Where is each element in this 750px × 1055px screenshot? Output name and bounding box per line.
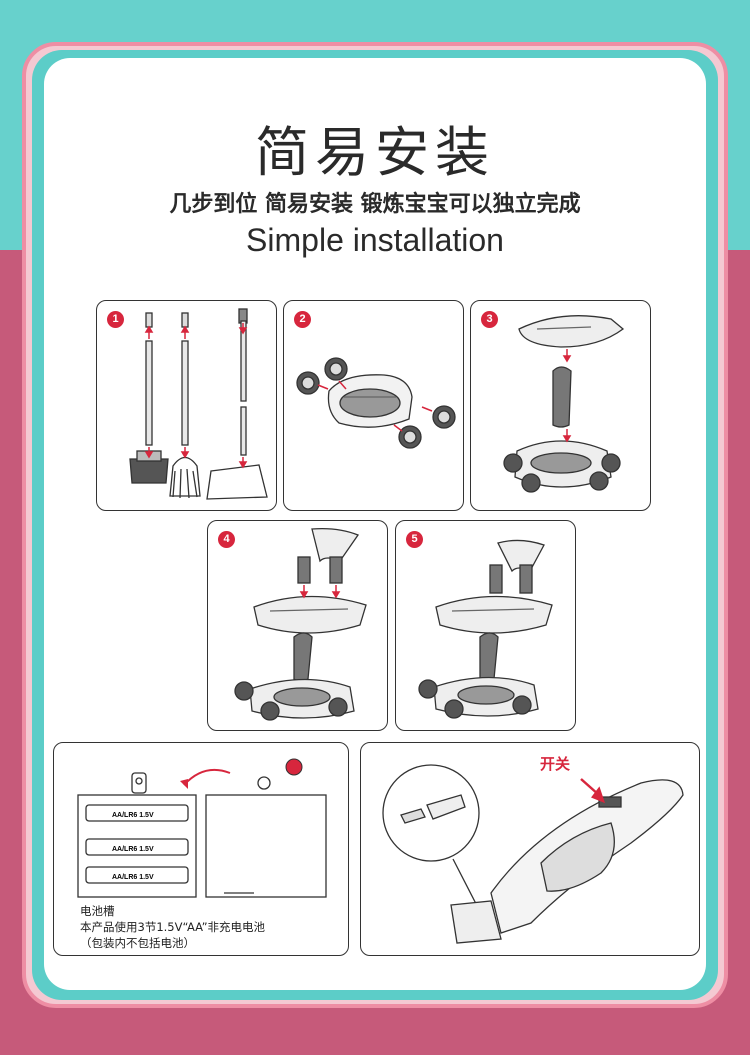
switch-label: 开关 (540, 753, 570, 774)
battery-caption-line2: 本产品使用3节1.5V“AA”非充电电池 (80, 919, 265, 935)
battery-caption-line1: 电池槽 (80, 903, 265, 919)
page-title-english: Simple installation (0, 222, 750, 259)
step-2-illustration (284, 301, 464, 511)
step-4-panel: 4 (207, 520, 388, 731)
step-2-panel: 2 (283, 300, 464, 511)
step-4-illustration (208, 521, 388, 731)
page-subtitle: 几步到位 简易安装 锻炼宝宝可以独立完成 (0, 186, 750, 218)
battery-caption: 电池槽 本产品使用3节1.5V“AA”非充电电池 （包装内不包括电池） (80, 903, 265, 951)
battery-caption-line3: （包装内不包括电池） (80, 935, 265, 951)
step-3-panel: 3 (470, 300, 651, 511)
step-1-illustration (97, 301, 277, 511)
battery-cell-2-label: AA/LR6 1.5V (112, 846, 154, 853)
step-3-illustration (471, 301, 651, 511)
vacuum-illustration (361, 743, 700, 956)
step-5-panel: 5 (395, 520, 576, 731)
vacuum-panel (360, 742, 700, 956)
battery-cell-1-label: AA/LR6 1.5V (112, 812, 154, 819)
step-5-illustration (396, 521, 576, 731)
battery-cell-3-label: AA/LR6 1.5V (112, 874, 154, 881)
step-1-panel: 1 (96, 300, 277, 511)
page-title: 简易安装 (0, 108, 750, 187)
